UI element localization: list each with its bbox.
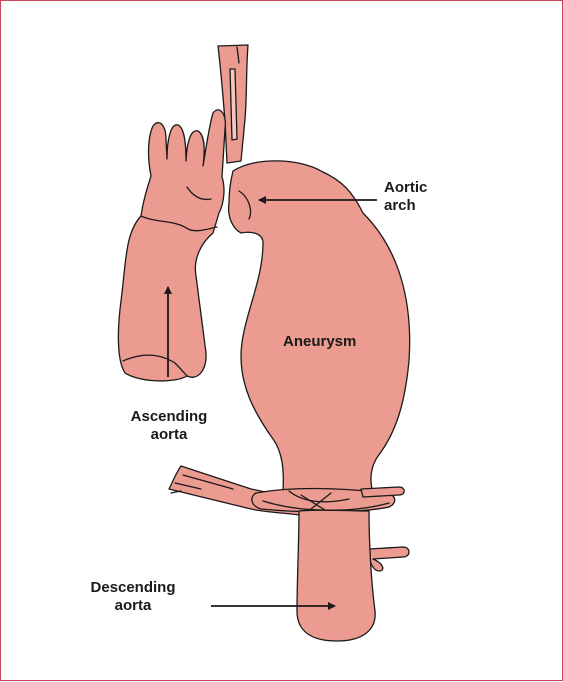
aneurysm-shape <box>229 161 410 493</box>
aortic-arch-label-line1: Aortic <box>384 179 427 197</box>
descending-aorta-shape <box>297 510 375 641</box>
descending-aorta-label-line1: Descending <box>79 579 187 597</box>
descending-aorta-label: Descending aorta <box>79 579 187 615</box>
aortic-arch-label: Aortic arch <box>384 179 427 215</box>
aneurysm-label: Aneurysm <box>283 333 356 351</box>
right-small-branch <box>369 547 409 571</box>
upper-vessel-lumen <box>230 69 237 140</box>
right-branch <box>361 487 404 497</box>
ascending-aorta-label: Ascending aorta <box>118 408 220 444</box>
aortic-arch-label-line2: arch <box>384 197 427 215</box>
ascending-aorta-label-line1: Ascending <box>118 408 220 426</box>
ascending-aorta-shape <box>118 110 225 381</box>
aneurysm-label-text: Aneurysm <box>283 333 356 351</box>
ascending-aorta-label-line2: aorta <box>118 426 220 444</box>
descending-aorta-label-line2: aorta <box>79 597 187 615</box>
